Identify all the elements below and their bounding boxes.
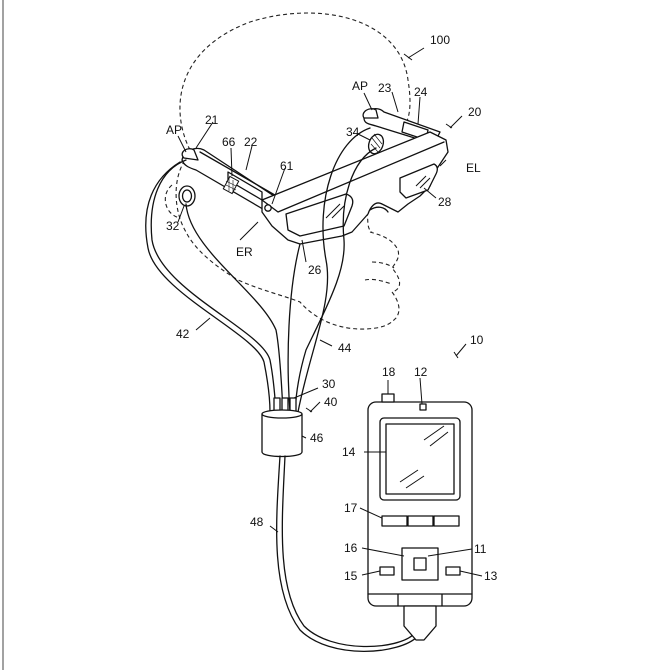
label-42: 42	[176, 327, 190, 341]
right-lens-glare	[415, 175, 431, 189]
device-plug	[403, 605, 437, 641]
ear-tip-right	[362, 108, 379, 119]
earphone-34	[367, 133, 385, 155]
cylinder-46	[261, 413, 303, 458]
label-30: 30	[322, 377, 336, 391]
label-12: 12	[414, 365, 428, 379]
label-44: 44	[338, 341, 352, 355]
label-18: 18	[382, 365, 396, 379]
leader-lines	[177, 47, 483, 577]
screen-glare	[399, 425, 449, 489]
button-17-c	[433, 515, 460, 527]
ear-outline	[164, 184, 181, 219]
label-13: 13	[484, 569, 498, 583]
label-20: 20	[468, 105, 482, 119]
label-26: 26	[308, 263, 322, 277]
label-11: 11	[474, 542, 487, 556]
button-17-a	[381, 515, 408, 527]
left-lens-glare	[325, 203, 345, 219]
label-24: 24	[414, 85, 428, 99]
label-er: ER	[236, 245, 253, 259]
top-button-18	[381, 393, 395, 403]
label-100: 100	[430, 33, 450, 47]
cable-from-frame	[287, 243, 301, 413]
nose-bridge	[369, 206, 389, 213]
label-ap-left: AP	[166, 123, 182, 137]
mesh-66	[222, 175, 240, 195]
label-23: 23	[378, 81, 392, 95]
label-ap-right: AP	[352, 79, 368, 93]
earphone-32-inner	[181, 189, 193, 203]
lip-outline-2	[371, 261, 395, 269]
device-bottom-strip	[367, 593, 473, 607]
label-28: 28	[438, 195, 452, 209]
cable-from-34	[294, 147, 377, 413]
label-el: EL	[466, 161, 481, 175]
cable-from-32	[185, 203, 284, 413]
lip-outline	[364, 278, 393, 285]
head-outline	[175, 12, 411, 330]
label-46: 46	[310, 431, 324, 445]
right-lens-28	[399, 163, 438, 199]
label-16: 16	[344, 541, 358, 555]
mesh-66-lines	[225, 178, 237, 193]
cable-44	[297, 127, 371, 413]
label-17: 17	[344, 501, 358, 515]
label-21: 21	[205, 113, 219, 127]
button-13	[445, 566, 461, 576]
label-34: 34	[346, 125, 360, 139]
label-15: 15	[344, 569, 358, 583]
label-61: 61	[280, 159, 294, 173]
center-button-11	[413, 557, 427, 571]
button-17-b	[407, 515, 434, 527]
left-temple-edge	[199, 151, 281, 199]
cable-48-inner	[281, 455, 415, 648]
screen-14-inner	[385, 423, 455, 495]
label-48: 48	[250, 515, 264, 529]
label-10: 10	[470, 333, 484, 347]
earphone-34-mesh	[370, 133, 383, 153]
sensor-12	[419, 403, 427, 411]
button-15	[379, 566, 395, 576]
label-22: 22	[244, 135, 258, 149]
label-14: 14	[342, 445, 356, 459]
cable-42-inner	[145, 161, 271, 413]
label-40: 40	[324, 395, 338, 409]
camera-61	[264, 204, 272, 212]
label-66: 66	[222, 135, 236, 149]
frame-top-edge	[261, 141, 445, 213]
cylinder-46-top	[261, 409, 303, 419]
cable-48	[276, 455, 419, 653]
cable-42	[150, 159, 277, 413]
label-32: 32	[166, 219, 180, 233]
